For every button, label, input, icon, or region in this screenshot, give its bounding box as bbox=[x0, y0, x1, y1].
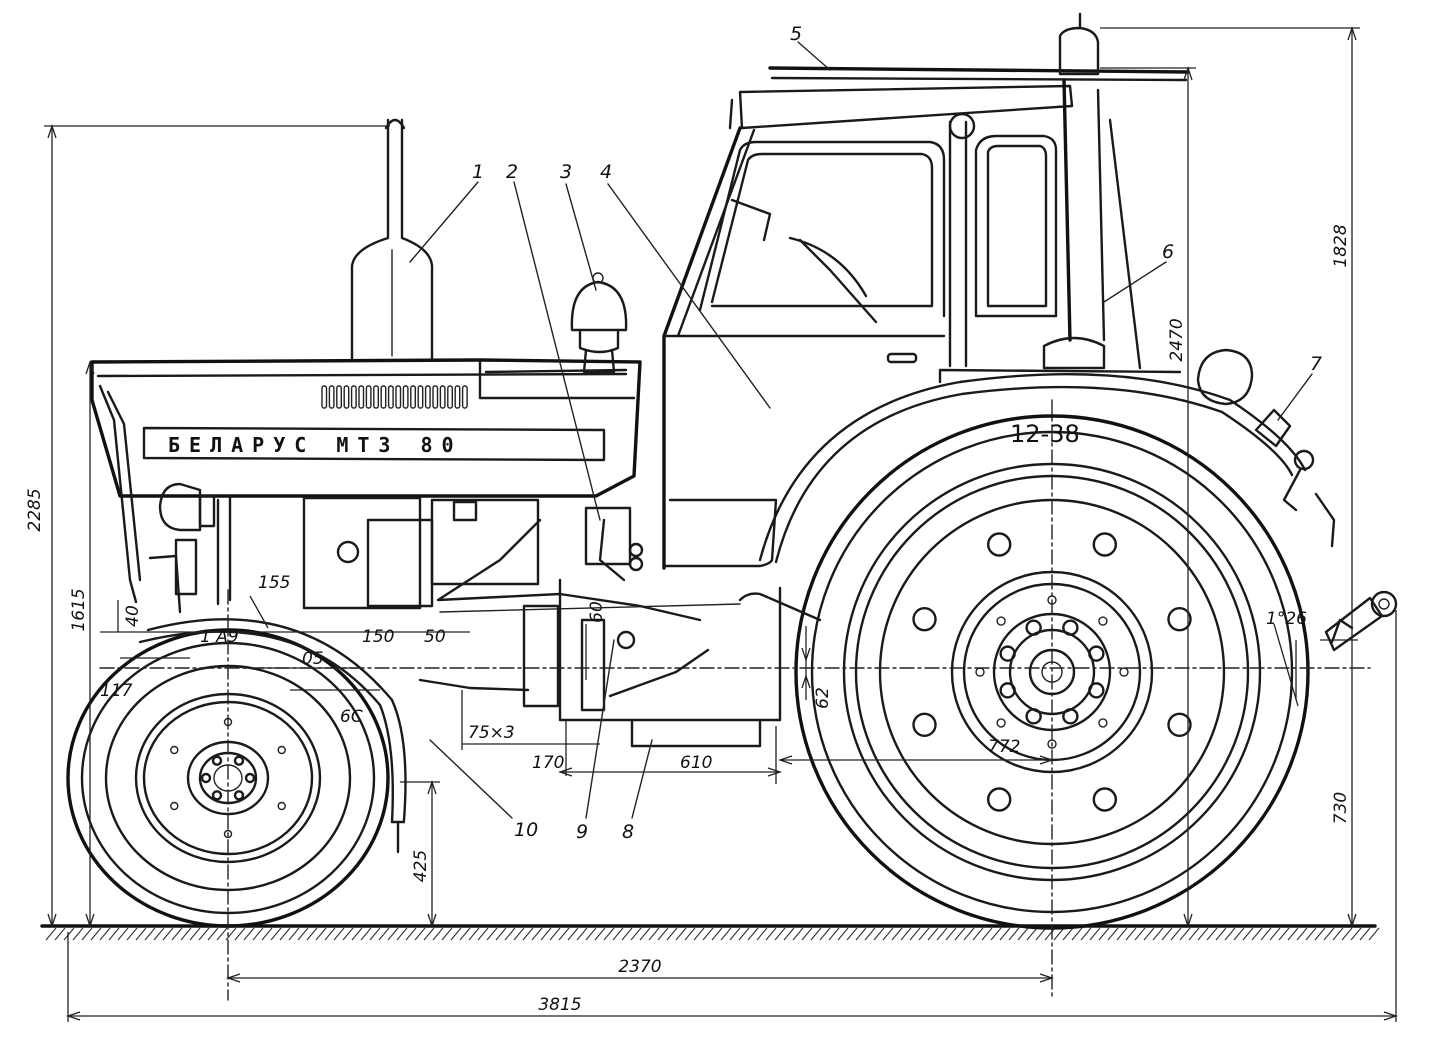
dim-117: 117 bbox=[100, 681, 133, 701]
dim-3815: 3815 bbox=[538, 995, 581, 1015]
dim-1a9: 1 А9 bbox=[200, 627, 239, 647]
dim-155: 155 bbox=[258, 573, 290, 593]
dim-60: 60 bbox=[587, 601, 607, 623]
ground-line bbox=[40, 924, 1380, 941]
dim-170: 170 bbox=[532, 753, 564, 773]
dim-610: 610 bbox=[680, 753, 712, 773]
dim-730: 730 bbox=[1331, 792, 1351, 824]
air-cleaner bbox=[570, 272, 628, 374]
dim-2470: 2470 bbox=[1167, 318, 1187, 361]
engine-block bbox=[98, 384, 741, 622]
dim-425: 425 bbox=[411, 850, 431, 882]
center-lines bbox=[99, 399, 1371, 1001]
front-headlight bbox=[158, 482, 216, 532]
cab bbox=[662, 12, 1190, 570]
dimension-lines bbox=[44, 25, 1399, 1022]
dim-40: 40 bbox=[123, 605, 143, 627]
label-2: 2 bbox=[506, 161, 518, 183]
engine-hood: БЕЛАРУС МТЗ 80 bbox=[90, 358, 642, 498]
label-4: 4 bbox=[600, 161, 612, 183]
rear-work-lamp bbox=[1196, 348, 1336, 548]
label-1: 1 bbox=[472, 161, 484, 183]
dim-1828: 1828 bbox=[1331, 224, 1351, 267]
dim-150: 150 bbox=[362, 627, 394, 647]
label-8: 8 bbox=[622, 821, 634, 843]
dim-772: 772 bbox=[988, 737, 1020, 757]
tire-size-label: 12-38 bbox=[1010, 420, 1080, 448]
dim-62: 62 bbox=[813, 687, 833, 709]
dim-50: 50 bbox=[424, 627, 446, 647]
label-10: 10 bbox=[514, 819, 538, 841]
transmission bbox=[418, 498, 822, 748]
label-7: 7 bbox=[1310, 353, 1322, 375]
label-3: 3 bbox=[560, 161, 572, 183]
part-labels: 1 2 3 4 5 6 7 8 9 10 bbox=[472, 23, 1322, 843]
label-6: 6 bbox=[1162, 241, 1174, 263]
brand-lettering: БЕЛАРУС МТЗ 80 bbox=[168, 433, 463, 457]
dim-75x3: 75×3 bbox=[468, 723, 515, 743]
leader-lines bbox=[409, 41, 1313, 819]
dim-2370: 2370 bbox=[618, 957, 661, 977]
dim-05: 05 bbox=[302, 649, 324, 669]
rear-drawbar bbox=[1324, 590, 1398, 652]
label-9: 9 bbox=[576, 821, 588, 843]
exhaust-muffler bbox=[350, 118, 434, 362]
dimension-values: 2285 1615 2470 1828 730 425 2370 3815 40… bbox=[25, 224, 1351, 1015]
dim-2285: 2285 bbox=[25, 488, 45, 531]
dim-1615: 1615 bbox=[69, 588, 89, 631]
dim-angle: 1°26 bbox=[1266, 609, 1307, 629]
dim-6c: 6С bbox=[340, 707, 363, 727]
label-5: 5 bbox=[790, 23, 802, 45]
